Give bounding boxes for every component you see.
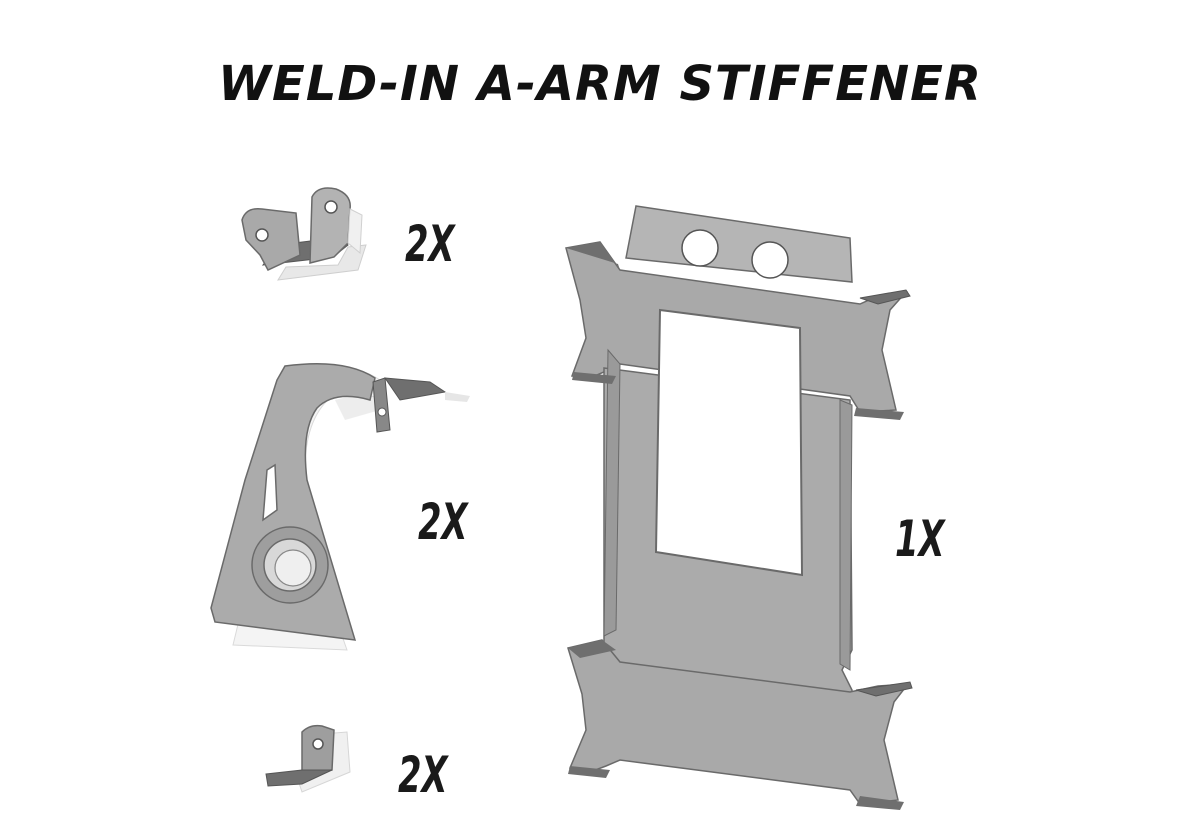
gusset-bracket-quantity: 2X	[418, 493, 468, 551]
angle-tab-quantity: 2X	[398, 746, 448, 804]
angle-tab-image	[265, 724, 351, 793]
page-title: WELD-IN A-ARM STIFFENER	[218, 56, 982, 112]
small-bracket-quantity: 2X	[405, 215, 455, 273]
stiffener-plate-quantity: 1X	[895, 510, 945, 568]
gusset-bracket-image	[210, 362, 470, 651]
stiffener-plate-image	[565, 205, 913, 810]
small-bracket-image	[241, 187, 367, 281]
